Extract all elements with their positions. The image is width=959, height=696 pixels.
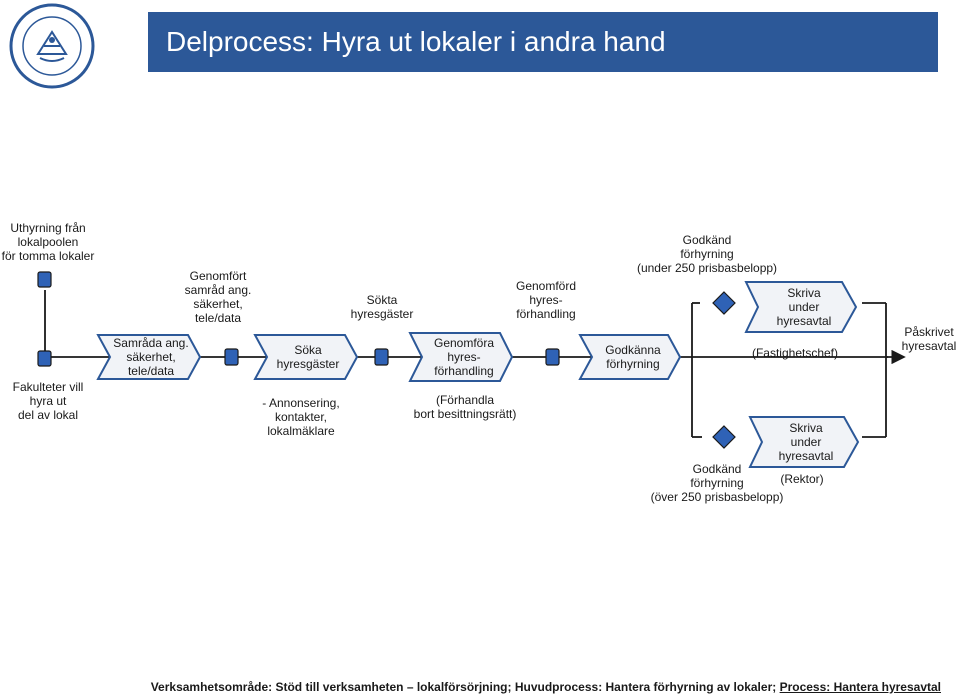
event-godkand-top-label: Godkänd förhyrning (under 250 prisbasbel… [636, 233, 778, 275]
step-skriva-bottom-label: Skriva under hyresavtal [778, 421, 834, 463]
event-connector-2 [374, 348, 389, 366]
footer-process-link[interactable]: Process: Hantera hyresavtal [779, 680, 941, 694]
step-skriva-top-label: Skriva under hyresavtal [776, 286, 832, 328]
step-godkanna-chevron [578, 334, 682, 380]
start-event-bottom [37, 350, 52, 367]
step-samrada-chevron [96, 334, 202, 380]
decision-bottom-diamond [712, 425, 736, 449]
step-skriva-top-role: (Fastighetschef) [751, 346, 839, 360]
event-genomford-label: Genomförd hyres- förhandling [515, 279, 577, 321]
step-samrada-label: Samråda ang. säkerhet, tele/data [113, 336, 189, 378]
step-genomfora-chevron [408, 332, 514, 382]
footer-prefix: Verksamhetsområde: Stöd till verksamhete… [150, 680, 780, 694]
end-label: Påskrivet hyresavtal [901, 325, 957, 353]
start-label-top: Uthyrning från lokalpoolen för tomma lok… [1, 221, 95, 263]
event-samrad-label: Genomfört samråd ang. säkerhet, tele/dat… [184, 269, 252, 325]
start-label-bottom: Fakulteter vill hyra ut del av lokal [12, 380, 84, 422]
event-sokta-label: Sökta hyresgäster [350, 293, 414, 321]
step-genomfora-label: Genomföra hyres- förhandling [433, 336, 495, 378]
event-connector-3 [545, 348, 560, 366]
event-connector-1 [224, 348, 239, 366]
decision-top-diamond [712, 291, 736, 315]
step-godkanna-label: Godkänna förhyrning [605, 343, 661, 371]
event-godkand-bottom-label: Godkänd förhyrning (över 250 prisbasbelo… [650, 462, 784, 504]
step-soka-note: - Annonsering, kontakter, lokalmäklare [262, 396, 340, 438]
page-title: Delprocess: Hyra ut lokaler i andra hand [148, 12, 938, 72]
step-soka-label: Söka hyresgäster [276, 343, 340, 371]
step-genomfora-note: (Förhandla bort besittningsrätt) [413, 393, 517, 421]
start-event-top [37, 271, 52, 288]
step-skriva-top-chevron [744, 281, 858, 333]
step-skriva-bottom-role: (Rektor) [780, 472, 824, 486]
university-logo [9, 3, 95, 89]
step-soka-chevron [253, 334, 359, 380]
footer-breadcrumb: Verksamhetsområde: Stöd till verksamhete… [0, 680, 959, 694]
step-skriva-bottom-chevron [748, 416, 860, 468]
